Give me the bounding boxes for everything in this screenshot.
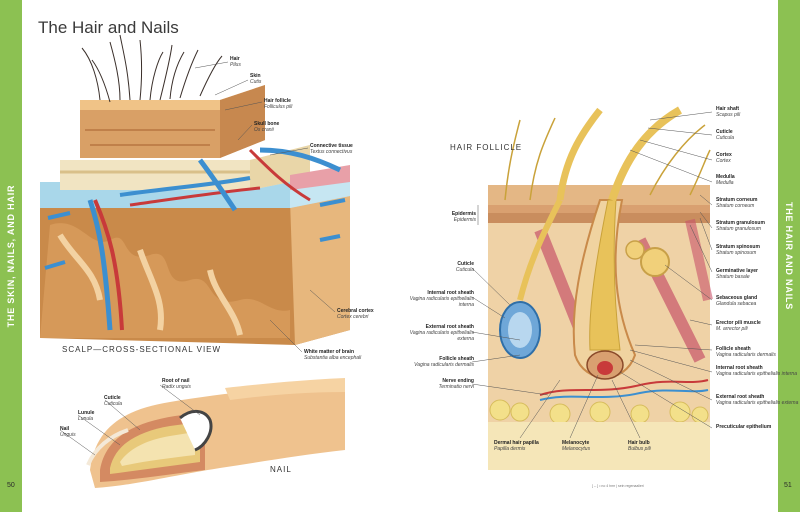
scalp-illustration xyxy=(40,34,350,345)
page-title: The Hair and Nails xyxy=(38,18,179,37)
caption-follicle: HAIR FOLLICLE xyxy=(450,143,523,152)
page-number-left: 50 xyxy=(7,482,15,489)
footer-note: [ -- ] • no 4 hmr | sein regenaalieri xyxy=(592,484,644,488)
caption-scalp: SCALP—CROSS-SECTIONAL VIEW xyxy=(62,345,222,354)
caption-nail: NAIL xyxy=(270,465,292,474)
side-tab-right: THE HAIR AND NAILS xyxy=(778,0,800,512)
page-number-right: 51 xyxy=(784,482,792,489)
label-precuticular-epithelium: Precuticular epithelium xyxy=(716,424,772,430)
side-tab-left: THE SKIN, NAILS, AND HAIR xyxy=(0,0,22,512)
nail-illustration xyxy=(86,378,345,488)
follicle-illustration xyxy=(59,61,713,470)
